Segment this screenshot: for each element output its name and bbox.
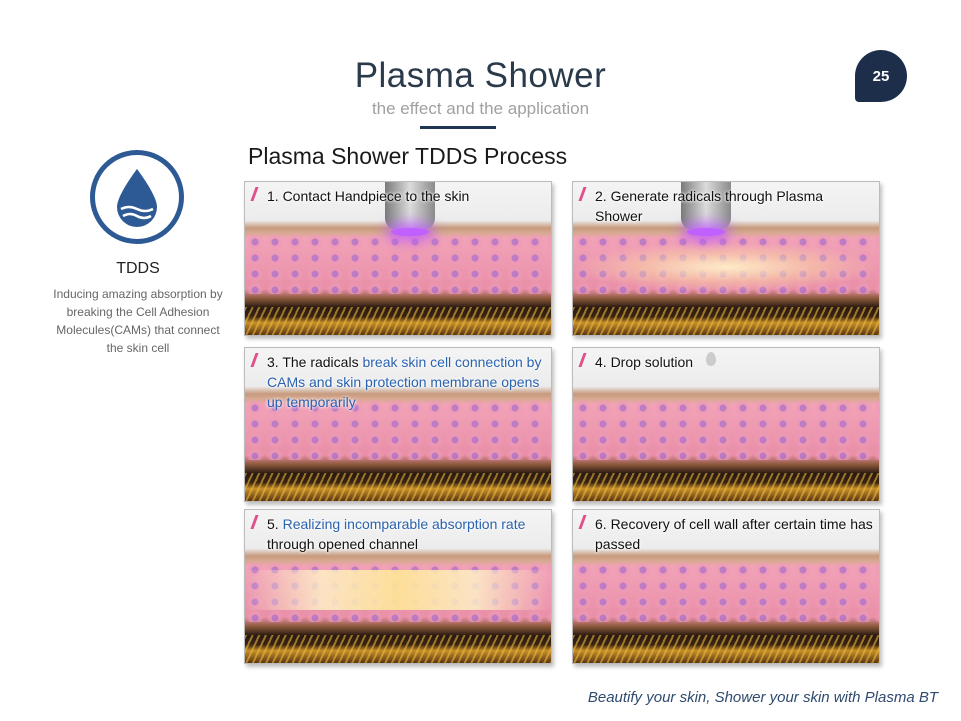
step-panel-3: 3. The radicals break skin cell connecti… — [244, 347, 552, 502]
section-title: Plasma Shower TDDS Process — [248, 143, 567, 170]
step-caption-5: 5. Realizing incomparable absorption rat… — [245, 510, 551, 554]
step-panel-5: 5. Realizing incomparable absorption rat… — [244, 509, 552, 664]
fiber-layer — [573, 307, 879, 335]
radical-glow — [573, 242, 879, 292]
fiber-layer — [245, 307, 551, 335]
footer-tagline: Beautify your skin, Shower your skin wit… — [588, 689, 938, 706]
step-panel-4: 4. Drop solution — [572, 347, 880, 502]
fiber-layer — [573, 473, 879, 501]
fiber-layer — [245, 635, 551, 663]
step-caption-3: 3. The radicals break skin cell connecti… — [245, 348, 551, 412]
skin-cells-illustration — [573, 400, 879, 460]
title-underline — [420, 126, 496, 129]
page-title: Plasma Shower — [0, 56, 961, 96]
page-number-badge: 25 — [855, 50, 907, 102]
fiber-layer — [245, 473, 551, 501]
step-caption-6: 6. Recovery of cell wall after certain t… — [573, 510, 879, 554]
water-drop-icon — [113, 167, 161, 227]
skin-cells-illustration — [573, 562, 879, 622]
step-caption-2: 2. Generate radicals through Plasma Show… — [573, 182, 879, 226]
tdds-circle — [90, 150, 184, 244]
step-panel-6: 6. Recovery of cell wall after certain t… — [572, 509, 880, 664]
page-subtitle: the effect and the application — [0, 99, 961, 119]
absorption-flash — [245, 570, 551, 610]
step-caption-1: 1. Contact Handpiece to the skin — [245, 182, 551, 206]
tdds-label: TDDS — [48, 260, 228, 278]
skin-cells-illustration — [245, 234, 551, 294]
step-panel-1: 1. Contact Handpiece to the skin — [244, 181, 552, 336]
tdds-description: Inducing amazing absorption by breaking … — [48, 285, 228, 357]
step-caption-4: 4. Drop solution — [573, 348, 879, 372]
fiber-layer — [573, 635, 879, 663]
step-panel-2: 2. Generate radicals through Plasma Show… — [572, 181, 880, 336]
